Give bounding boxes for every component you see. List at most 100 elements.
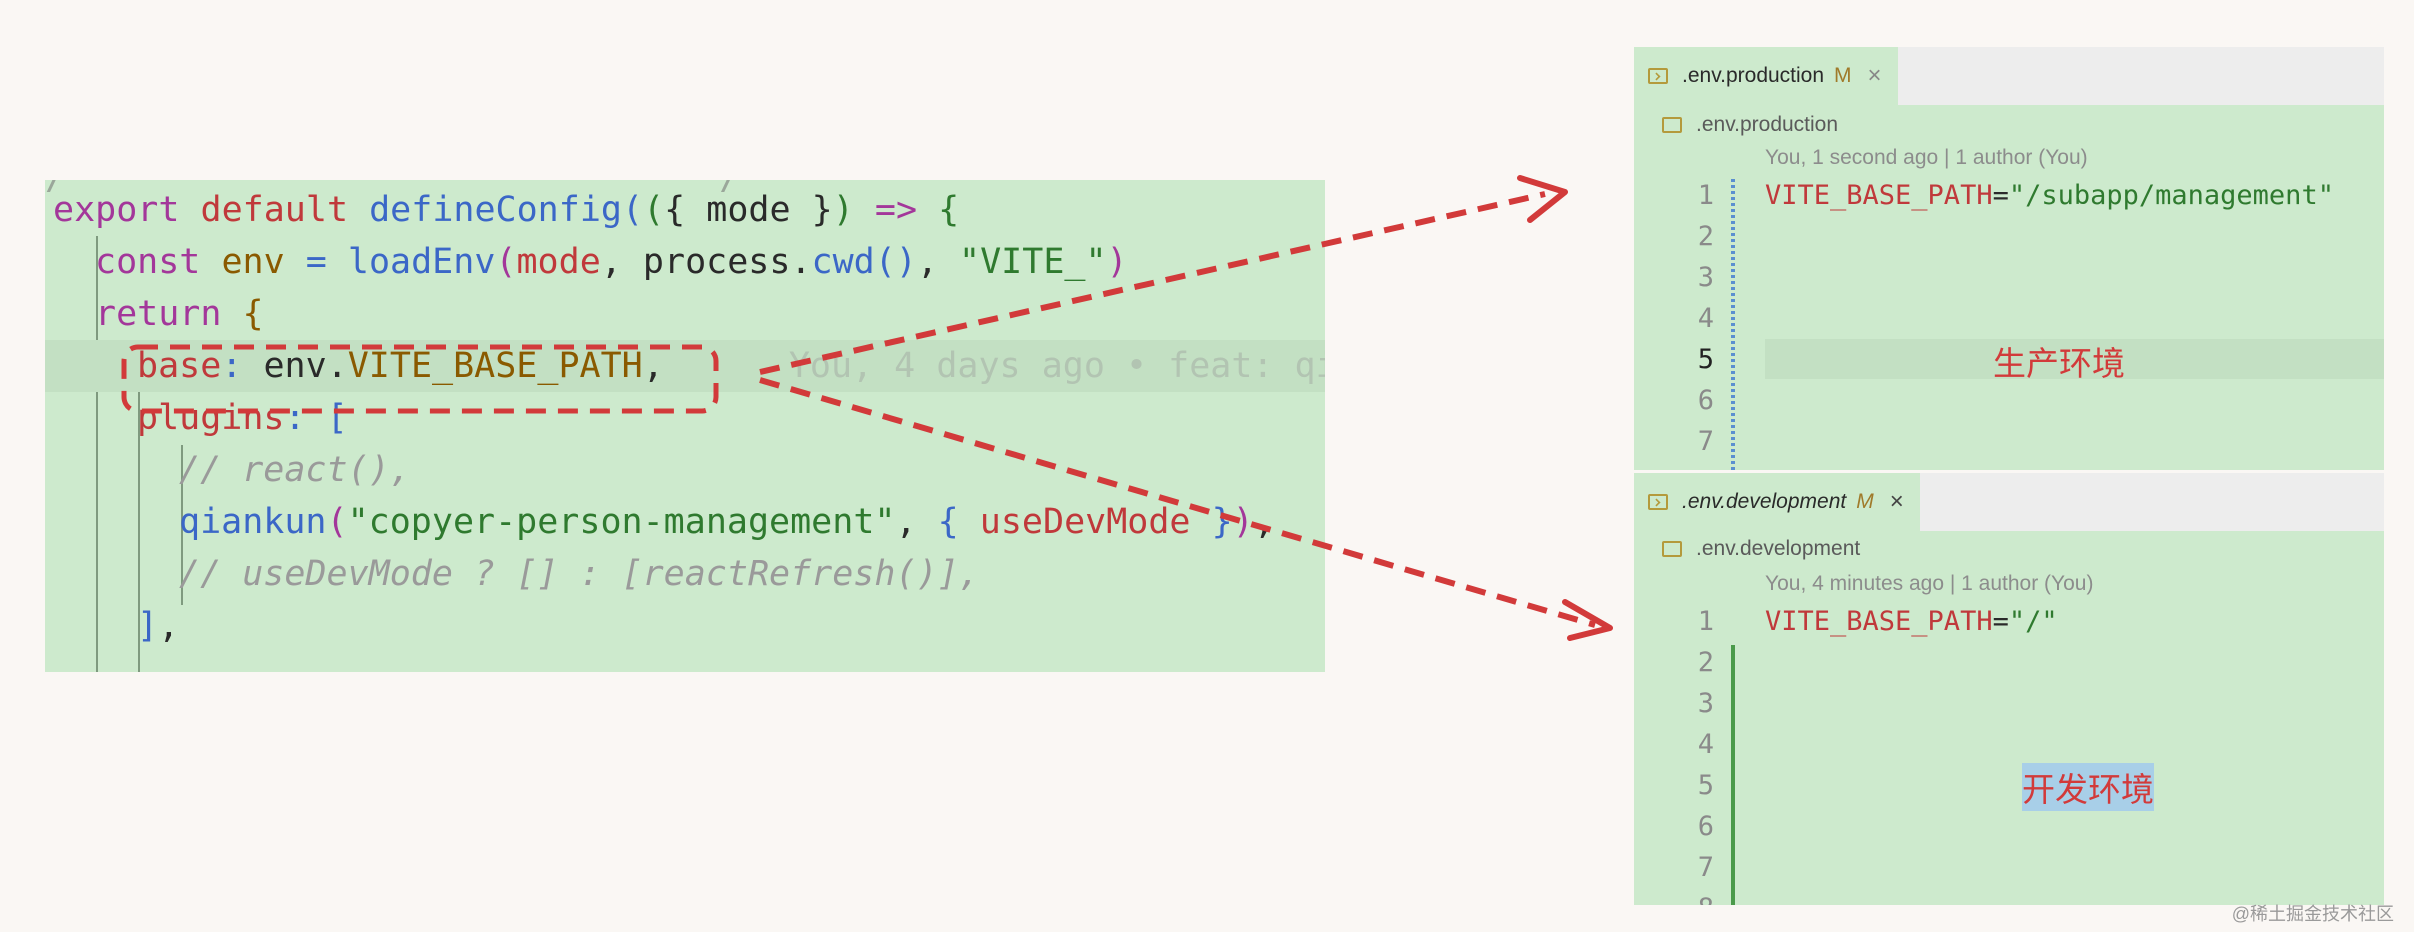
breadcrumb[interactable]: .env.development — [1662, 534, 1860, 564]
code-token: export — [53, 190, 180, 230]
dirty-diff-bar — [1731, 179, 1735, 470]
line-number: 7 — [1697, 852, 1714, 883]
code-token: : — [284, 398, 306, 438]
terminal-file-icon — [1648, 68, 1668, 84]
code-line[interactable]: plugins: [ — [45, 392, 1325, 444]
tab-bar: .env.development M × — [1634, 473, 2384, 531]
code-token: , — [158, 606, 180, 646]
arrowhead-production — [1517, 175, 1568, 223]
arrow-to-production — [759, 191, 1546, 375]
env-value: "/subapp/management" — [2008, 180, 2334, 211]
code-token: ( — [621, 190, 644, 230]
highlight-box — [121, 344, 719, 414]
env-label-selected: 开发环境 — [2022, 763, 2154, 811]
code-line[interactable]: return { — [45, 288, 1325, 340]
tab-env-production[interactable]: .env.production M × — [1634, 47, 1898, 105]
inline-blame: You, 4 days ago • feat: qi — [788, 346, 1325, 386]
code-token: () — [874, 242, 917, 282]
code-token: base — [137, 346, 222, 386]
breadcrumb-file: .env.development — [1696, 537, 1861, 560]
code-token: mode — [516, 242, 601, 282]
code-token: ( — [495, 242, 517, 282]
code-token: ) — [832, 190, 854, 230]
watermark: @稀土掘金技术社区 — [2231, 904, 2394, 924]
env-key: VITE_BASE_PATH — [1765, 606, 1993, 637]
code-token: ) — [1106, 242, 1128, 282]
close-icon[interactable]: × — [1867, 62, 1882, 89]
indent-guide — [138, 340, 140, 672]
code-token: env. — [242, 346, 348, 386]
terminal-file-icon — [1648, 494, 1668, 510]
breadcrumb[interactable]: .env.production — [1662, 110, 1838, 140]
line-number: 3 — [1697, 688, 1714, 719]
codelens-blame[interactable]: You, 1 second ago | 1 author (You) — [1765, 146, 2088, 169]
tab-label: .env.production — [1682, 64, 1825, 87]
code-token: [ — [326, 398, 348, 438]
env-label: 生产环境 — [1993, 345, 2125, 382]
modified-indicator: M — [1856, 490, 1874, 513]
code-token: // react(), — [179, 450, 411, 490]
code-token: env — [221, 242, 285, 282]
code-line[interactable]: const env = loadEnv(mode, process.cwd(),… — [45, 236, 1325, 288]
code-line[interactable]: ], — [45, 600, 1325, 652]
code-line-1[interactable]: VITE_BASE_PATH="/subapp/management" — [1765, 180, 2334, 211]
code-token: : — [221, 346, 243, 386]
modified-indicator: M — [1834, 64, 1852, 87]
code-token: cwd — [811, 242, 875, 282]
code-line[interactable]: // useDevMode ? [] : [reactRefresh()], — [45, 548, 1325, 600]
code-token: } — [1211, 502, 1233, 542]
code-token: // useDevMode ? [] : [reactRefresh()], — [179, 554, 980, 594]
line-number: 2 — [1697, 647, 1714, 678]
code-token: ] — [137, 606, 159, 646]
code-token: = — [305, 242, 327, 282]
indent-guide — [96, 236, 98, 672]
code-token: { — [242, 294, 264, 334]
code-line[interactable]: export default defineConfig(({ mode }) =… — [45, 184, 1325, 236]
env-eq: = — [1992, 180, 2009, 211]
code-token: => — [874, 190, 918, 230]
current-line-highlight — [1765, 339, 2384, 379]
code-token: loadEnv — [347, 242, 496, 282]
code-token: { — [938, 190, 960, 230]
development-env-editor[interactable]: .env.development M × .env.development Yo… — [1634, 473, 2384, 905]
line-number: 1 — [1697, 606, 1714, 637]
production-env-editor[interactable]: .env.production M × .env.production You,… — [1634, 47, 2384, 470]
added-lines-bar — [1731, 645, 1735, 905]
code-token: defineConfig — [369, 190, 622, 230]
tab-env-development[interactable]: .env.development M × — [1634, 473, 1920, 531]
line-number: 2 — [1697, 221, 1714, 252]
code-token: plugins — [137, 398, 285, 438]
tab-bar: .env.production M × — [1634, 47, 2384, 105]
code-line[interactable]: // react(), — [45, 444, 1325, 496]
close-icon[interactable]: × — [1889, 488, 1904, 515]
terminal-file-icon — [1662, 541, 1682, 557]
code-token: { mode } — [664, 190, 833, 230]
code-token: ( — [326, 502, 348, 542]
breadcrumb-file: .env.production — [1696, 113, 1839, 136]
code-token: return — [95, 294, 222, 334]
line-number: 4 — [1697, 303, 1714, 334]
code-token: VITE_BASE_PATH — [347, 346, 643, 386]
code-line[interactable]: qiankun("copyer-person-management", { us… — [45, 496, 1325, 548]
code-token: ( — [643, 190, 665, 230]
code-token: "copyer-person-management" — [347, 502, 896, 542]
arrow-to-development — [759, 377, 1596, 628]
line-number: 6 — [1697, 385, 1714, 416]
code-token: , — [895, 502, 938, 542]
main-code-editor[interactable]: /* ··· ······ ·· ··· ·· ······ */ export… — [45, 180, 1325, 672]
code-token: { — [937, 502, 959, 542]
code-token: ) — [1232, 502, 1254, 542]
line-number: 6 — [1697, 811, 1714, 842]
code-line-1[interactable]: VITE_BASE_PATH="/" — [1765, 606, 2058, 637]
line-number: 5 — [1697, 344, 1714, 375]
env-eq: = — [1992, 606, 2009, 637]
tab-label: .env.development — [1682, 490, 1847, 513]
code-token: default — [200, 190, 349, 230]
arrowhead-development — [1562, 599, 1613, 641]
env-value: "/" — [2008, 606, 2058, 637]
code-token: , process. — [600, 242, 812, 282]
codelens-blame[interactable]: You, 4 minutes ago | 1 author (You) — [1765, 572, 2094, 595]
code-token: useDevMode — [979, 502, 1191, 542]
env-key: VITE_BASE_PATH — [1765, 180, 1993, 211]
